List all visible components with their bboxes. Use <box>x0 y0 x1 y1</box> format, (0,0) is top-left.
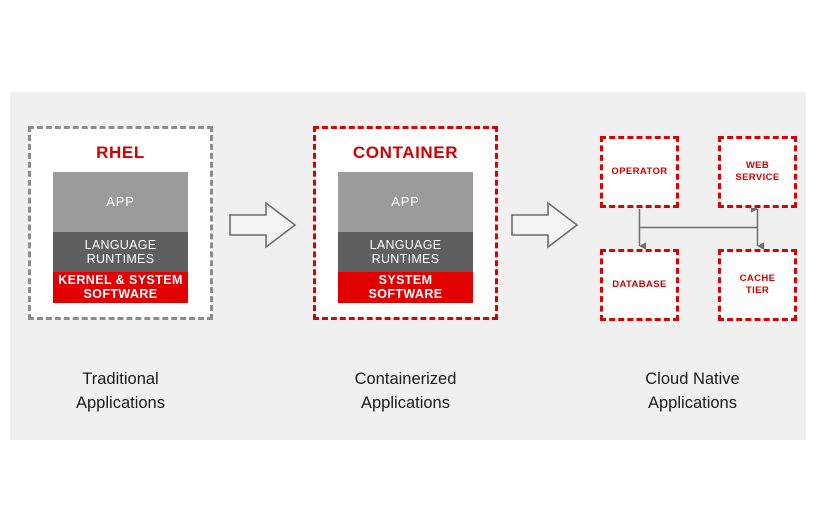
web-service-label-line1: WEB <box>745 160 770 172</box>
cloud-native-box-database-label: DATABASE <box>612 279 667 291</box>
container-stack: APP LANGUAGE RUNTIMES SYSTEM SOFTWARE <box>338 172 473 303</box>
caption-traditional: Traditional Applications <box>18 368 223 416</box>
container-frame: CONTAINER APP LANGUAGE RUNTIMES SYSTEM S… <box>313 126 498 320</box>
cloud-native-box-database: DATABASE <box>600 249 679 321</box>
rhel-frame-title: RHEL <box>96 143 145 162</box>
rhel-layer-app: APP <box>53 172 188 233</box>
cloud-native-box-web-service: WEB SERVICE <box>718 136 797 208</box>
caption-cloud-native-line1: Cloud Native <box>645 370 740 388</box>
cloud-native-box-operator: OPERATOR <box>600 136 679 208</box>
cache-tier-label-line1: CACHE <box>739 273 776 285</box>
cloud-native-box-cache-tier-label: CACHE TIER <box>740 273 776 297</box>
web-service-label-line2: SERVICE <box>735 172 780 183</box>
caption-containerized-line1: Containerized <box>354 370 457 388</box>
caption-cloud-native: Cloud Native Applications <box>590 368 795 416</box>
caption-containerized-line2: Applications <box>361 393 450 412</box>
flow-arrow-right-icon-2 <box>511 201 579 254</box>
rhel-layer-kernel-system-software: KERNEL & SYSTEM SOFTWARE <box>53 271 188 303</box>
container-frame-title: CONTAINER <box>352 143 459 162</box>
caption-traditional-line1: Traditional <box>82 370 159 388</box>
rhel-stack: APP LANGUAGE RUNTIMES KERNEL & SYSTEM SO… <box>53 172 188 303</box>
caption-containerized: Containerized Applications <box>303 368 508 416</box>
arrow-right-icon <box>511 201 579 249</box>
cache-tier-label-line2: TIER <box>745 285 770 296</box>
cloud-native-box-web-service-label: WEB SERVICE <box>735 160 779 184</box>
container-layer-system-software: SYSTEM SOFTWARE <box>338 271 473 303</box>
container-layer-language-runtimes: LANGUAGE RUNTIMES <box>338 232 473 272</box>
arrow-right-icon <box>229 201 297 249</box>
container-layer-app: APP <box>338 172 473 233</box>
flow-arrow-right-icon-1 <box>229 201 297 254</box>
cloud-native-box-cache-tier: CACHE TIER <box>718 249 797 321</box>
rhel-frame: RHEL APP LANGUAGE RUNTIMES KERNEL & SYST… <box>28 126 213 320</box>
caption-cloud-native-line2: Applications <box>648 393 737 412</box>
cloud-native-box-operator-label: OPERATOR <box>611 166 668 178</box>
rhel-layer-language-runtimes: LANGUAGE RUNTIMES <box>53 232 188 272</box>
caption-traditional-line2: Applications <box>76 393 165 412</box>
